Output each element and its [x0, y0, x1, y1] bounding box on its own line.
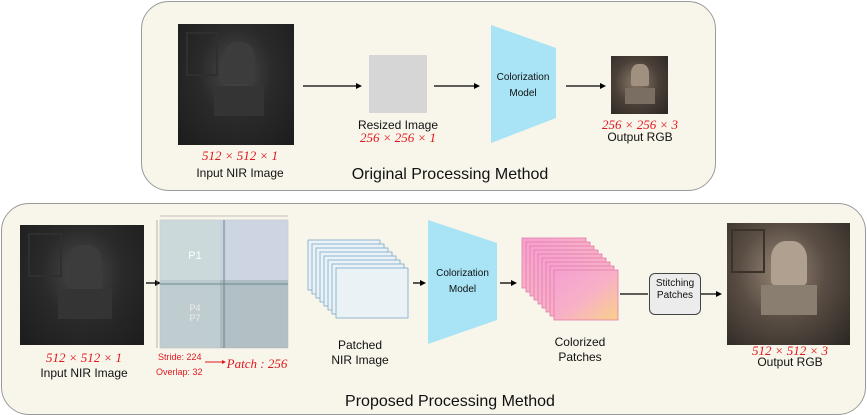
bottom-output-label: Output RGB	[757, 355, 823, 369]
bottom-output-size: 512 × 512 × 3	[751, 343, 829, 358]
colorized-label-1: Colorized	[554, 335, 606, 349]
stitching-patches-button[interactable]: Stitching Patches	[649, 273, 701, 315]
bottom-input-size: 512 × 512 × 1	[45, 350, 123, 365]
bottom-model-trapezoid	[428, 220, 497, 344]
patch-label-p7: P7	[189, 313, 201, 323]
top-model-label-1: Colorization	[496, 72, 550, 83]
input-nir-image-bottom	[20, 225, 144, 345]
stitch-label-2: Patches	[656, 290, 694, 301]
bottom-model-label-2: Model	[448, 284, 477, 295]
patched-label-2: NIR Image	[331, 353, 389, 367]
output-rgb-image-top	[611, 56, 668, 114]
resized-image	[369, 55, 427, 113]
bottom-model-label-1: Colorization	[436, 268, 489, 279]
top-model-label-2: Model	[509, 88, 537, 99]
input-nir-image-top	[178, 24, 294, 145]
patched-nir-stack	[307, 239, 409, 319]
output-rgb-image-bottom	[727, 223, 850, 345]
patch-size-label: Patch : 256	[226, 356, 288, 371]
top-output-label: Output RGB	[607, 130, 673, 144]
resized-label: Resized Image	[357, 118, 439, 132]
top-input-label: Input NIR Image	[196, 166, 284, 180]
top-input-size: 512 × 512 × 1	[201, 148, 279, 163]
patched-label-1: Patched	[337, 338, 383, 352]
stitch-label-1: Stitching	[655, 278, 695, 289]
top-output-size: 256 × 256 × 3	[601, 117, 679, 132]
stride-label: Stride: 224	[158, 352, 202, 362]
bottom-input-label: Input NIR Image	[40, 366, 128, 380]
colorized-label-2: Patches	[558, 350, 602, 364]
resized-size: 256 × 256 × 1	[359, 130, 437, 145]
original-method-title: Original Processing Method	[351, 166, 549, 183]
patch-label-p1: P1	[188, 250, 202, 262]
colorized-patches-stack	[521, 237, 619, 321]
patch-label-p4: P4	[189, 303, 201, 313]
top-model-trapezoid	[491, 25, 556, 143]
proposed-method-title: Proposed Processing Method	[345, 393, 555, 410]
overlap-label: Overlap: 32	[156, 367, 203, 377]
